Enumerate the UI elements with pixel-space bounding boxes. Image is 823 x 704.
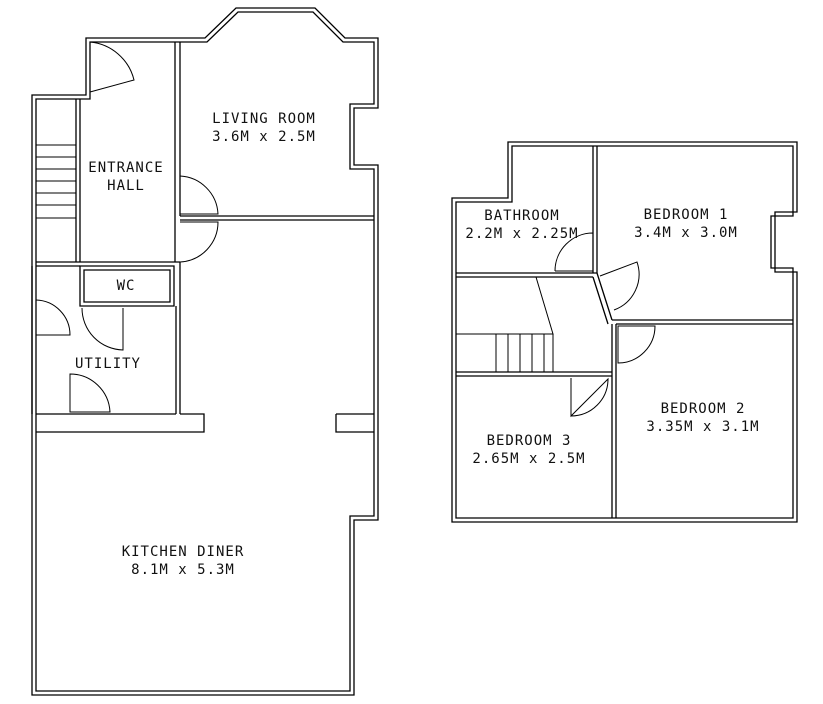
bathroom-south-wall [456,272,597,278]
kitchen-door [179,221,219,263]
landing-south-wall [456,371,612,377]
living-room-door [179,175,219,215]
side-door [35,299,71,336]
bedroom1-door [599,261,640,311]
entrance-hall-wall [75,99,81,262]
wc-room-outline [79,265,175,307]
wc-label: WC [117,278,136,294]
first-floor [451,141,798,523]
bathroom-name: BATHROOM [484,208,559,224]
bathroom-dims: 2.2M x 2.25M [465,226,578,242]
utility-door [69,373,111,413]
bedroom3-dims: 2.65M x 2.5M [472,451,585,467]
bedroom1-name: BEDROOM 1 [644,207,729,223]
first-floor-stairs [456,276,554,372]
ground-floor-outer-wall [31,7,379,696]
bedroom1-south-wall [612,319,793,325]
kitchen-diner-dims: 8.1M x 5.3M [131,562,235,578]
lower-partition [36,261,180,267]
bedroom2-west-wall [611,324,617,518]
hall-living-partition [174,42,181,262]
living-room-dims: 3.6M x 2.5M [212,129,316,145]
front-door [89,41,135,93]
bedroom3-name: BEDROOM 3 [487,433,572,449]
bedroom2-name: BEDROOM 2 [661,401,746,417]
utility-wall [175,262,181,414]
bathroom-door [554,232,594,272]
utility-label: UTILITY [75,356,141,372]
bedroom2-dims: 3.35M x 3.1M [646,419,759,435]
first-floor-outer-wall [451,141,798,523]
bedroom2-door [617,325,656,364]
first-floor-inner-wall [455,145,794,519]
bedroom1-dims: 3.4M x 3.0M [634,225,738,241]
kitchen-diner-name: KITCHEN DINER [122,544,245,560]
entrance-hall-label-1: ENTRANCE [88,160,163,176]
wc-door [81,307,124,351]
utility-kitchen-wall [36,413,374,433]
living-room-name: LIVING ROOM [212,111,316,127]
entrance-hall-label-2: HALL [107,178,145,194]
ground-floor [31,7,379,696]
living-kitchen-partition [180,215,374,221]
ground-floor-inner-wall [35,11,375,692]
bedroom3-door [570,377,609,418]
bedroom1-west-wall [592,146,598,273]
ground-floor-stairs [36,144,76,219]
landing-diagonal-wall [592,272,613,325]
